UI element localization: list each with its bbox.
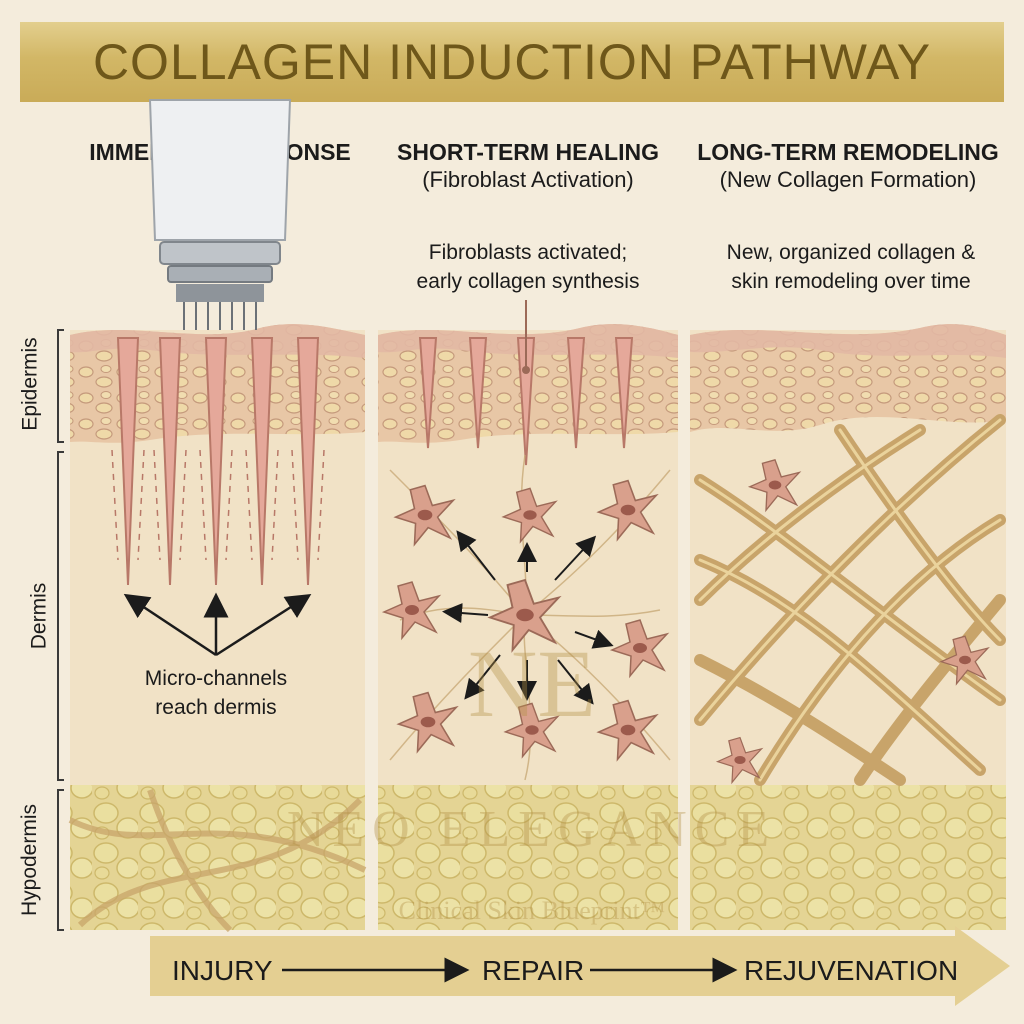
progression-arrow <box>150 926 1010 1006</box>
layer-label-epidermis: Epidermis <box>18 337 42 431</box>
layer-brackets <box>57 329 64 931</box>
hypodermis-collagen <box>68 789 367 933</box>
page-title: COLLAGEN INDUCTION PATHWAY <box>92 34 932 90</box>
flow-label-rejuvenation: REJUVENATION <box>744 955 959 986</box>
note-line: New, organized collagen & <box>726 241 976 264</box>
column-title: SHORT-TERM HEALING <box>397 139 659 165</box>
title-banner: COLLAGEN INDUCTION PATHWAY <box>20 22 1004 102</box>
note-line: early collagen synthesis <box>416 270 640 293</box>
panel-immediate <box>68 99 367 933</box>
panel-long-term <box>690 324 1006 930</box>
note-micro-channels: Micro-channels reach dermis <box>116 664 316 722</box>
watermark-monogram: NE <box>468 630 596 737</box>
note-remodeling: New, organized collagen & skin remodelin… <box>696 238 1006 296</box>
note-line: Micro-channels <box>144 667 288 690</box>
note-line: skin remodeling over time <box>731 270 971 293</box>
watermark-tagline: Clinical Skin Blueprint™ <box>398 896 666 925</box>
watermark-brand: NEO ELEGANCE <box>286 801 778 858</box>
microneedle-device-icon <box>148 99 292 330</box>
flow-label-repair: REPAIR <box>482 955 585 986</box>
channel-pointer-arrows <box>123 592 312 657</box>
layer-label-dermis: Dermis <box>27 582 51 650</box>
column-title: LONG-TERM REMODELING <box>697 139 999 165</box>
column-subtitle: (New Collagen Formation) <box>719 167 977 192</box>
layer-label-hypodermis: Hypodermis <box>18 803 42 917</box>
column-subtitle: (Fibroblast Activation) <box>422 167 634 192</box>
column-header-short-term: SHORT-TERM HEALING (Fibroblast Activatio… <box>368 138 688 194</box>
column-header-long-term: LONG-TERM REMODELING (New Collagen Forma… <box>688 138 1008 194</box>
note-line: Fibroblasts activated; <box>428 241 628 264</box>
activation-arrows <box>442 530 614 705</box>
note-line: reach dermis <box>155 696 277 719</box>
note-fibroblasts: Fibroblasts activated; early collagen sy… <box>388 238 668 296</box>
flow-label-injury: INJURY <box>172 955 273 986</box>
panel-short-term <box>378 300 678 930</box>
micro-channels <box>111 337 325 586</box>
